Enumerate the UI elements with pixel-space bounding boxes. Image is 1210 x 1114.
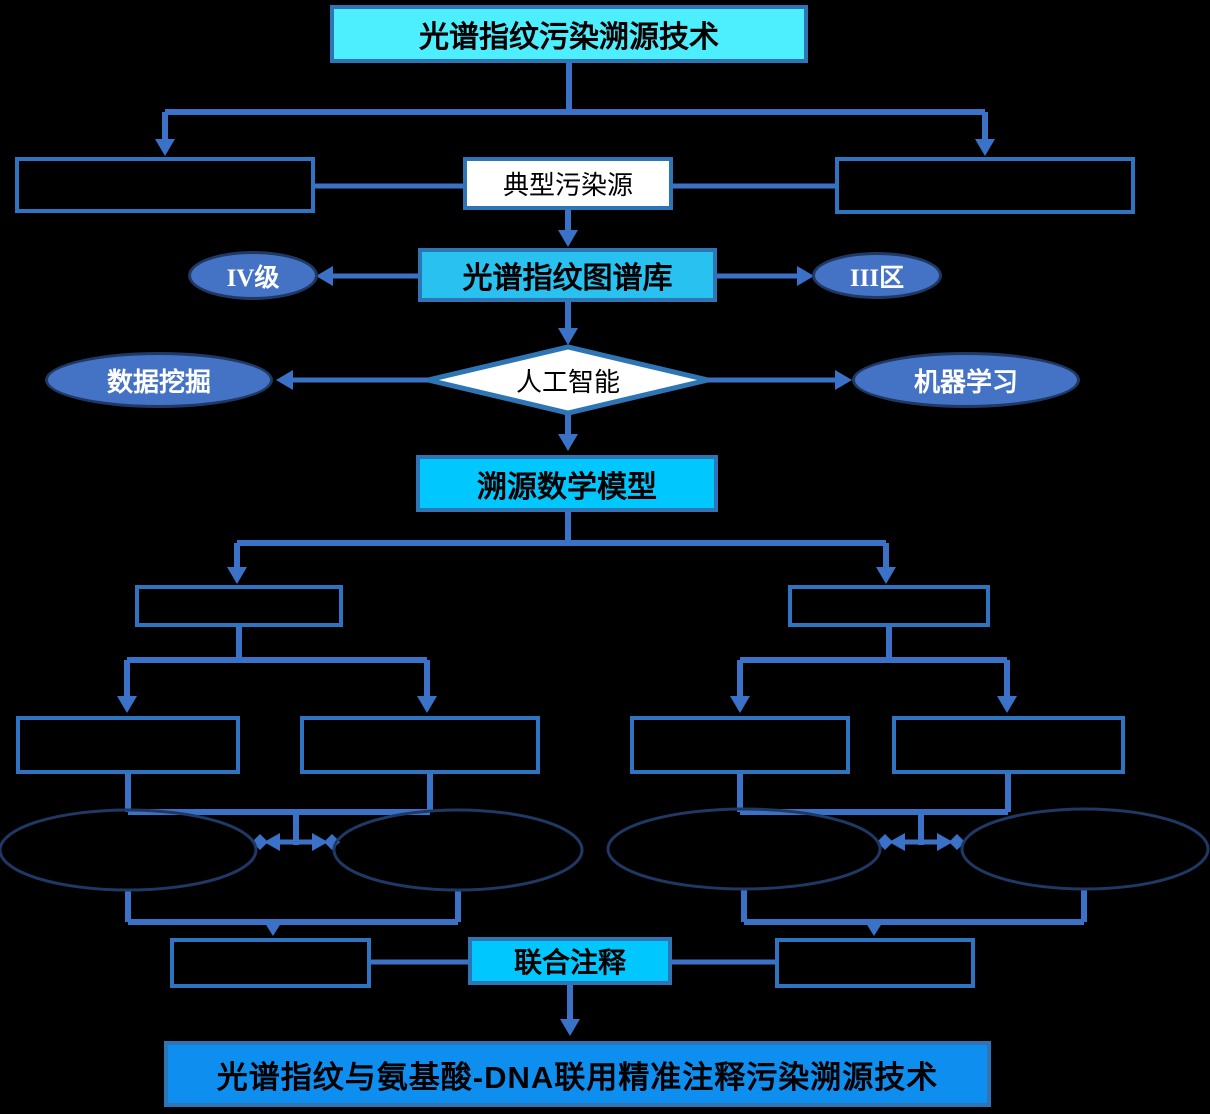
empty-box-right-3 xyxy=(775,938,975,988)
machine-learning-ellipse: 机器学习 xyxy=(852,352,1080,408)
empty-box-left-2a xyxy=(16,716,240,774)
atlas-library-box: 光谱指纹图谱库 xyxy=(418,248,717,302)
typical-source-box: 典型污染源 xyxy=(463,157,673,210)
empty-ellipse-left-b xyxy=(332,808,584,892)
empty-ellipse-left-a xyxy=(0,808,258,892)
empty-ellipse-right-a xyxy=(606,807,882,891)
empty-box-left-3 xyxy=(170,938,371,988)
connector-lines xyxy=(124,63,1087,1020)
zone-iii-ellipse: III区 xyxy=(812,252,942,299)
empty-box-right-2b xyxy=(892,716,1125,774)
empty-box-right-1 xyxy=(788,585,990,627)
level-iv-ellipse: IV级 xyxy=(188,251,318,300)
empty-ellipse-right-b xyxy=(960,807,1210,891)
title-box: 光谱指纹污染溯源技术 xyxy=(330,5,808,63)
empty-box-right-2a xyxy=(630,716,850,774)
result-banner: 光谱指纹与氨基酸-DNA联用精准注释污染溯源技术 xyxy=(164,1041,991,1107)
data-mining-ellipse: 数据挖掘 xyxy=(45,352,273,408)
ai-diamond-label: 人工智能 xyxy=(515,366,620,397)
empty-ellipses xyxy=(0,807,1210,892)
empty-box-top-right xyxy=(835,157,1135,214)
joint-annotation-box: 联合注释 xyxy=(468,937,672,985)
empty-box-left-2b xyxy=(300,716,540,774)
arrowheads xyxy=(117,139,1017,1036)
trace-model-box: 溯源数学模型 xyxy=(416,455,718,512)
ai-decision-diamond xyxy=(427,344,709,416)
empty-box-left-1 xyxy=(135,585,343,627)
empty-box-top-left xyxy=(15,157,315,213)
